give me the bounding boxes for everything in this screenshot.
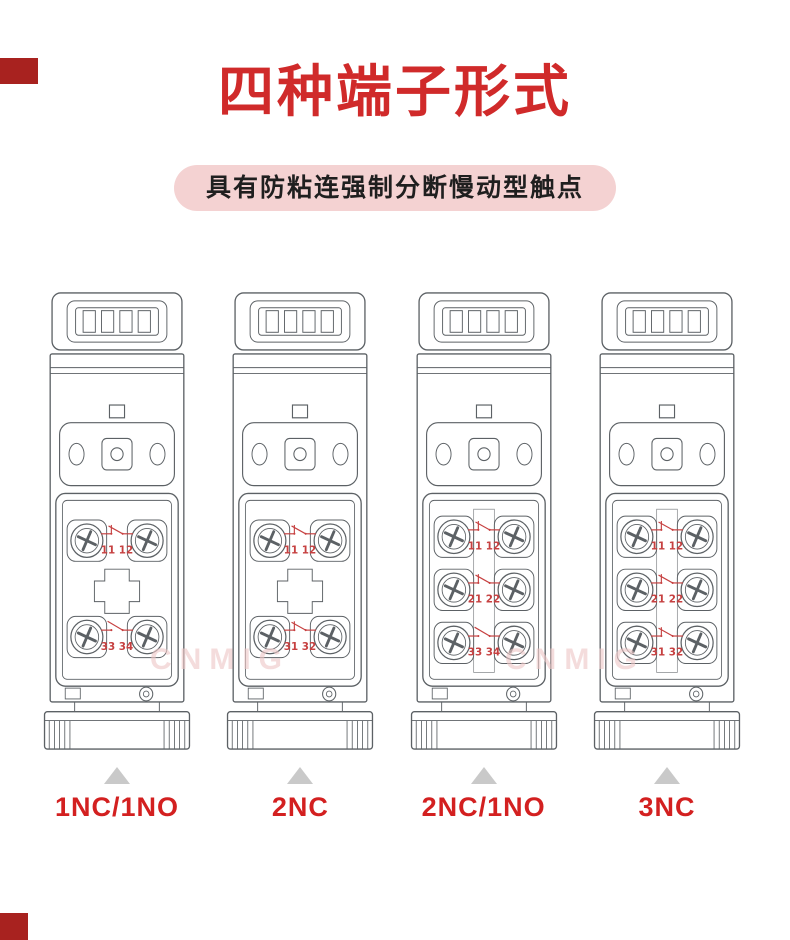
switch-body <box>232 292 368 703</box>
screw-terminal <box>616 621 658 665</box>
switch-drawing: 11 12 21 22 33 34 <box>404 291 564 753</box>
screw-terminal <box>249 519 291 562</box>
screw-terminal <box>433 568 474 612</box>
product-infographic: 四种端子形式 具有防粘连强制分断慢动型触点 <box>0 58 790 940</box>
switch-2nc-1no: 11 12 21 22 33 34 2NC/1NO <box>404 291 564 823</box>
pointer-triangle-icon <box>653 767 680 785</box>
terminal-numbers: 33 34 <box>101 641 133 653</box>
contact-symbol-nc <box>284 621 317 632</box>
switch-label: 1NC/1NO <box>54 792 180 823</box>
contact-symbol-no <box>467 626 500 638</box>
terminal-numbers: 31 32 <box>284 641 316 653</box>
terminal-numbers: 11 12 <box>284 544 316 556</box>
switch-label: 3NC <box>638 792 696 823</box>
switch-label: 2NC/1NO <box>421 792 546 823</box>
contact-symbol-nc <box>284 525 317 536</box>
screw-terminal <box>676 621 718 665</box>
switch-variants-row: 11 12 33 34 1NC/1NO 11 12 31 32 2NC <box>0 291 790 823</box>
screw-terminal <box>66 616 108 659</box>
terminal-numbers: 21 22 <box>651 594 683 606</box>
pointer-triangle-icon <box>470 767 497 785</box>
switch-3nc: 11 12 21 22 31 32 3NC <box>587 291 747 823</box>
screw-terminal <box>676 568 718 612</box>
pointer-triangle-icon <box>104 767 130 785</box>
screw-terminal <box>433 621 474 665</box>
switch-1nc-1no: 11 12 33 34 1NC/1NO <box>37 291 197 823</box>
switch-body <box>49 292 185 703</box>
subtitle-banner: 具有防粘连强制分断慢动型触点 <box>173 165 616 212</box>
corner-accent-bottom-left <box>0 913 28 940</box>
pointer-triangle-icon <box>287 767 314 785</box>
switch-drawing-svg: 11 12 21 22 31 32 <box>593 292 741 750</box>
switch-base <box>410 686 557 750</box>
switch-base <box>593 686 741 750</box>
contact-symbol-no <box>101 620 133 632</box>
terminal-numbers: 11 12 <box>467 541 499 553</box>
contact-symbol-nc <box>101 525 133 536</box>
screw-terminal <box>676 515 718 559</box>
contact-symbol-nc <box>467 574 500 585</box>
terminal-numbers: 33 34 <box>467 647 499 659</box>
switch-drawing: 11 12 21 22 31 32 <box>587 291 747 753</box>
switch-drawing-svg: 11 12 21 22 33 34 <box>410 292 557 750</box>
screw-terminal <box>616 515 658 559</box>
terminal-numbers: 11 12 <box>651 541 683 553</box>
screw-terminal <box>126 519 168 562</box>
switch-drawing-svg: 11 12 31 32 <box>227 292 374 750</box>
switch-body <box>416 292 552 703</box>
terminal-numbers: 11 12 <box>101 544 133 556</box>
center-cam <box>93 568 141 615</box>
screw-terminal <box>66 519 108 562</box>
switch-body <box>599 292 735 703</box>
terminal-numbers: 21 22 <box>467 594 499 606</box>
screw-terminal <box>493 621 535 665</box>
switch-label: 2NC <box>271 792 329 823</box>
contact-symbol-nc <box>650 574 683 585</box>
contact-symbol-nc <box>467 521 500 532</box>
screw-terminal <box>433 515 474 559</box>
corner-accent-top-left <box>0 58 38 84</box>
screw-terminal <box>310 519 351 562</box>
contact-symbol-nc <box>650 521 683 532</box>
screw-terminal <box>493 568 535 612</box>
switch-2nc: 11 12 31 32 2NC <box>220 291 380 823</box>
terminal-numbers: 31 32 <box>651 647 683 659</box>
switch-base <box>43 686 191 750</box>
screw-terminal <box>126 616 168 659</box>
subtitle-row: 具有防粘连强制分断慢动型触点 <box>0 165 790 212</box>
subtitle-text: 具有防粘连强制分断慢动型触点 <box>205 174 584 203</box>
switch-drawing-svg: 11 12 33 34 <box>43 292 191 750</box>
screw-terminal <box>249 616 291 659</box>
screw-terminal <box>616 568 658 612</box>
center-cam <box>277 568 324 615</box>
screw-terminal <box>493 515 535 559</box>
switch-base <box>227 686 374 750</box>
contact-symbol-nc <box>650 627 683 638</box>
screw-terminal <box>310 616 351 659</box>
switch-drawing: 11 12 33 34 <box>37 291 197 753</box>
page-title: 四种端子形式 <box>218 60 572 123</box>
switch-drawing: 11 12 31 32 <box>220 291 380 753</box>
